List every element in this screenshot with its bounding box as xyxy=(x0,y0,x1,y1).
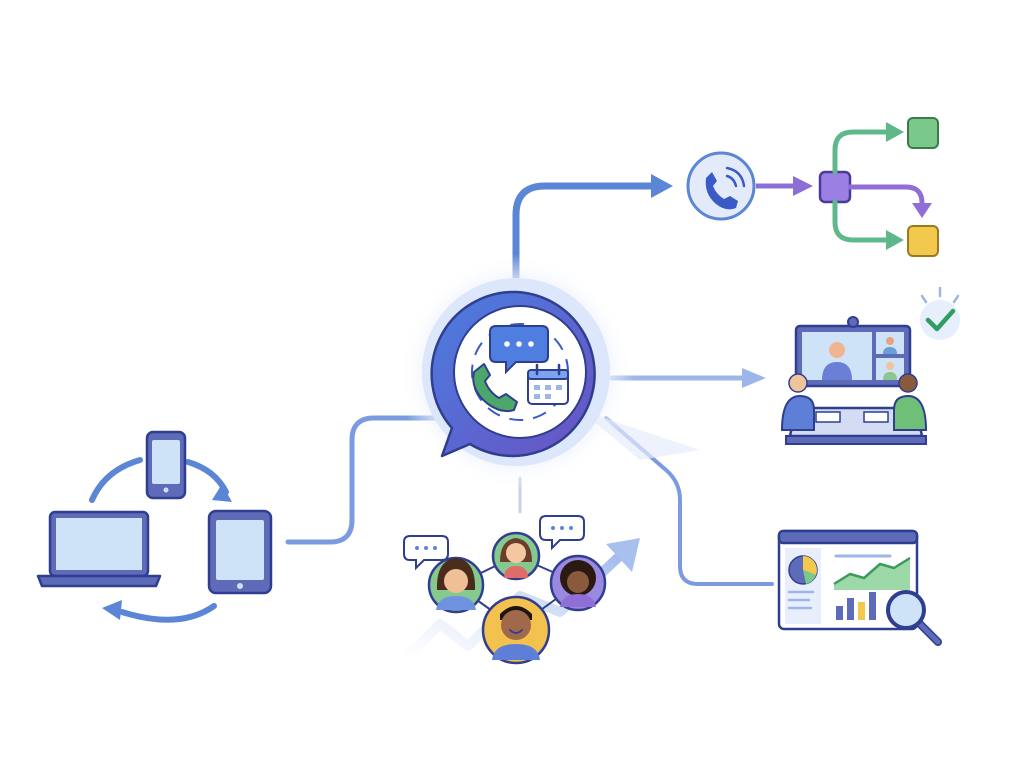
community-group xyxy=(399,515,640,665)
pie-chart-icon xyxy=(788,555,818,585)
calendar-icon xyxy=(527,363,569,405)
avatar-icon xyxy=(481,595,551,665)
communication-hub xyxy=(398,254,700,490)
phone-handset-icon xyxy=(472,363,518,413)
video-meeting-group xyxy=(780,286,960,445)
phone-call-icon xyxy=(686,151,756,221)
avatar-icon xyxy=(491,531,541,581)
check-badge-icon xyxy=(920,286,960,340)
connector-hub-to-analytics xyxy=(604,416,774,586)
avatar-icon xyxy=(549,554,607,612)
hub-glow-trail xyxy=(580,410,700,460)
connector-hub-to-call xyxy=(512,182,660,300)
call-routing-group xyxy=(686,117,939,257)
area-chart xyxy=(833,556,911,590)
bar-chart-icon xyxy=(836,592,876,620)
connector-lines xyxy=(285,182,774,586)
video-meeting-icon xyxy=(780,316,928,445)
avatar-icon xyxy=(427,556,485,614)
yellow-output-icon xyxy=(907,225,939,257)
arrowhead-to-meeting xyxy=(742,368,766,388)
device-sync-cluster xyxy=(36,430,273,623)
connector-devices-to-hub xyxy=(285,415,443,545)
laptop-icon xyxy=(36,510,162,588)
chat-bubble-icon xyxy=(489,325,549,375)
routing-branches xyxy=(832,129,925,243)
arrowhead-to-call xyxy=(651,174,673,198)
magnifier-icon xyxy=(886,590,942,646)
connector-arrowheads xyxy=(651,174,766,388)
speech-bubble-icon xyxy=(539,515,585,551)
green-output-icon xyxy=(907,117,939,149)
speech-bubble-icon xyxy=(403,535,449,571)
routing-node-icon xyxy=(818,170,852,204)
tablet-icon xyxy=(207,509,273,595)
phone-icon xyxy=(145,430,187,500)
analytics-dashboard-group xyxy=(777,529,942,646)
